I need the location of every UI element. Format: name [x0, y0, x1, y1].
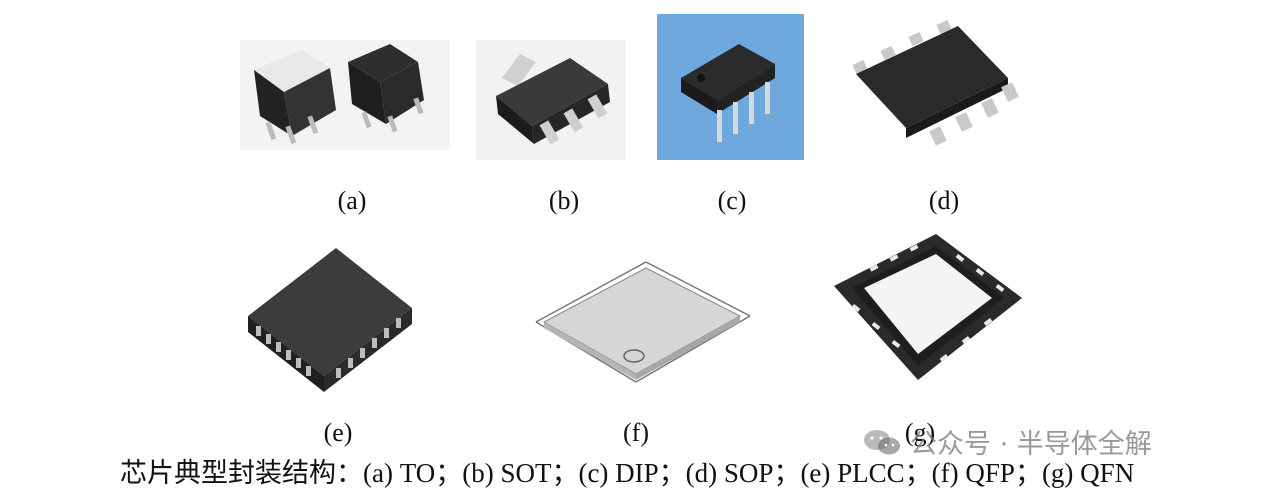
figure-c-dip-package [657, 14, 804, 160]
dip-package-image [657, 14, 804, 160]
figure-d-sop-package [840, 16, 1030, 156]
sot-package-image [476, 40, 626, 160]
figure-g-qfn-package [830, 232, 1026, 382]
sop-package-image [852, 19, 1019, 146]
figure-e-plcc-package [240, 244, 420, 394]
figure-f-qfp-package [526, 252, 758, 390]
figure-label-c: (c) [717, 186, 747, 215]
figure-b-sot-package [476, 40, 626, 160]
figure-label-a: (a) [337, 186, 367, 215]
figure-caption: 芯片典型封装结构：(a) TO；(b) SOT；(c) DIP；(d) SOP；… [120, 458, 1135, 488]
figure-label-f: (f) [623, 418, 649, 447]
watermark-text: 公众号 · 半导体全解 [910, 429, 1152, 460]
to-package-image [240, 40, 450, 150]
wechat-icon [864, 429, 900, 454]
watermark: 公众号 · 半导体全解 [862, 422, 1152, 461]
qfn-package-image [834, 234, 1022, 380]
figure-a-to-package [240, 40, 450, 150]
figure-label-b: (b) [548, 186, 580, 215]
qfp-package-image [535, 261, 751, 383]
plcc-package-image [248, 248, 412, 392]
figure-label-g: (g) [904, 418, 936, 447]
figure-label-e: (e) [323, 418, 353, 447]
figure-label-d: (d) [928, 186, 960, 215]
